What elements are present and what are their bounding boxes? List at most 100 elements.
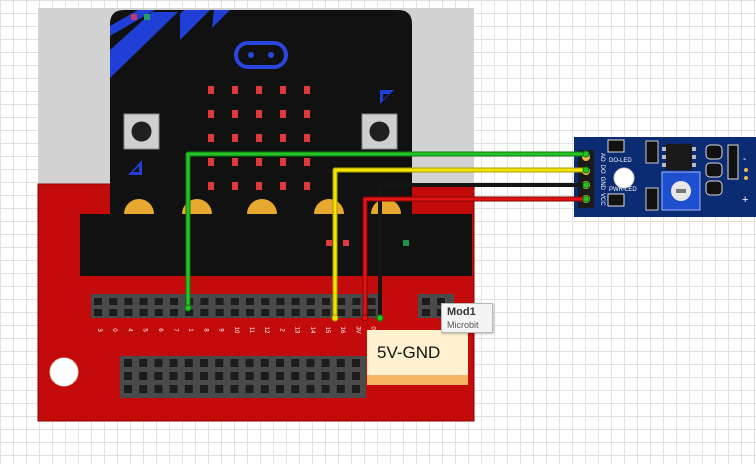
do-led-label: DO-LED bbox=[609, 158, 632, 164]
header-pin bbox=[170, 298, 178, 305]
do-led bbox=[607, 139, 625, 153]
header-pin bbox=[367, 309, 376, 316]
capacitor bbox=[705, 180, 723, 196]
potentiometer[interactable] bbox=[661, 171, 701, 211]
header-pin bbox=[124, 298, 133, 305]
logo-dot bbox=[248, 52, 254, 58]
header-pin bbox=[184, 372, 193, 380]
header-pin bbox=[367, 298, 376, 305]
matrix-led bbox=[208, 182, 214, 190]
header-pin bbox=[230, 372, 239, 380]
matrix-led bbox=[280, 158, 286, 166]
header-pin bbox=[336, 359, 345, 367]
header-pin bbox=[337, 298, 346, 305]
header-pin bbox=[215, 385, 224, 393]
wire-end bbox=[582, 150, 590, 158]
wire-yellow[interactable] bbox=[333, 168, 586, 318]
header-pin bbox=[306, 298, 315, 305]
header-pin bbox=[260, 359, 269, 367]
light-sensor-module[interactable]: AODOGNDVCC DO-LED PWR-LED - bbox=[574, 137, 756, 217]
header-pin bbox=[352, 298, 361, 305]
button-b[interactable] bbox=[361, 113, 398, 150]
header-pin bbox=[306, 385, 315, 393]
header-pin bbox=[215, 359, 224, 367]
wire-end bbox=[582, 166, 590, 174]
matrix-led bbox=[304, 134, 310, 142]
logo-dot bbox=[268, 52, 274, 58]
header-pin bbox=[94, 309, 102, 316]
header-pin bbox=[139, 385, 148, 393]
pin-label: 2 bbox=[278, 328, 284, 332]
matrix-led bbox=[280, 110, 286, 118]
matrix-led bbox=[280, 134, 286, 142]
b-marker-icon bbox=[380, 90, 394, 104]
edge-socket bbox=[80, 214, 472, 276]
matrix-led bbox=[208, 158, 214, 166]
corner-triangle bbox=[110, 10, 155, 36]
side-connector bbox=[727, 144, 739, 180]
header-pin bbox=[230, 385, 239, 393]
pin-label: 11 bbox=[248, 327, 254, 334]
wire-green[interactable] bbox=[186, 152, 586, 308]
header-pin bbox=[246, 309, 254, 316]
header-pin bbox=[124, 359, 132, 367]
header-pin bbox=[154, 359, 163, 367]
header-pin bbox=[260, 372, 269, 380]
resistor bbox=[645, 187, 659, 211]
header-pin bbox=[291, 372, 300, 380]
sensor-pin-labels: AODOGNDVCC bbox=[599, 153, 605, 206]
header-pin bbox=[322, 298, 330, 305]
header-pin bbox=[200, 385, 208, 393]
matrix-led bbox=[256, 86, 262, 94]
matrix-led bbox=[232, 86, 238, 94]
button-a[interactable] bbox=[123, 113, 160, 150]
pin-label: 9 bbox=[218, 328, 224, 332]
header-pin bbox=[215, 298, 224, 305]
pin-label: 7 bbox=[172, 328, 178, 332]
wire-red[interactable] bbox=[363, 197, 586, 318]
header-pin bbox=[321, 359, 330, 367]
header-pin bbox=[276, 372, 284, 380]
header-pin bbox=[245, 385, 254, 393]
note-text: 5V-GND bbox=[377, 343, 441, 362]
header-pin bbox=[154, 372, 163, 380]
header-pin bbox=[246, 298, 254, 305]
header-pin bbox=[139, 372, 148, 380]
header-pin bbox=[215, 309, 224, 316]
header-pin bbox=[291, 359, 300, 367]
header-pin bbox=[336, 385, 345, 393]
microbit[interactable] bbox=[110, 10, 412, 214]
header-pin bbox=[291, 298, 300, 305]
pwr-led bbox=[607, 193, 625, 207]
header-pin bbox=[139, 309, 148, 316]
header-pin bbox=[306, 309, 315, 316]
mounting-hole bbox=[49, 357, 79, 387]
upper-pin-header bbox=[91, 294, 382, 318]
comparator-ic bbox=[666, 144, 692, 170]
matrix-led bbox=[208, 134, 214, 142]
matrix-led bbox=[208, 110, 214, 118]
note-5v-gnd[interactable]: 5V-GND bbox=[367, 330, 468, 385]
header-pin bbox=[245, 359, 254, 367]
board-led bbox=[403, 240, 409, 246]
header-pin bbox=[352, 385, 360, 393]
wire-black[interactable] bbox=[378, 183, 586, 318]
tooltip-title: Mod1 bbox=[447, 306, 476, 318]
led-indicator bbox=[144, 14, 150, 20]
header-pin bbox=[352, 309, 361, 316]
header-pin bbox=[245, 372, 254, 380]
header-pin bbox=[422, 309, 430, 316]
matrix-led bbox=[232, 182, 238, 190]
corner-triangle bbox=[180, 10, 210, 40]
header-pin bbox=[154, 309, 163, 316]
header-pin bbox=[109, 309, 118, 316]
matrix-led bbox=[304, 110, 310, 118]
matrix-led bbox=[280, 86, 286, 94]
wires[interactable] bbox=[184, 150, 590, 322]
wire-end bbox=[184, 304, 192, 312]
matrix-led bbox=[256, 158, 262, 166]
matrix-led bbox=[256, 134, 262, 142]
pin-label: 16 bbox=[339, 327, 345, 334]
matrix-led bbox=[304, 158, 310, 166]
header-pin bbox=[200, 359, 208, 367]
